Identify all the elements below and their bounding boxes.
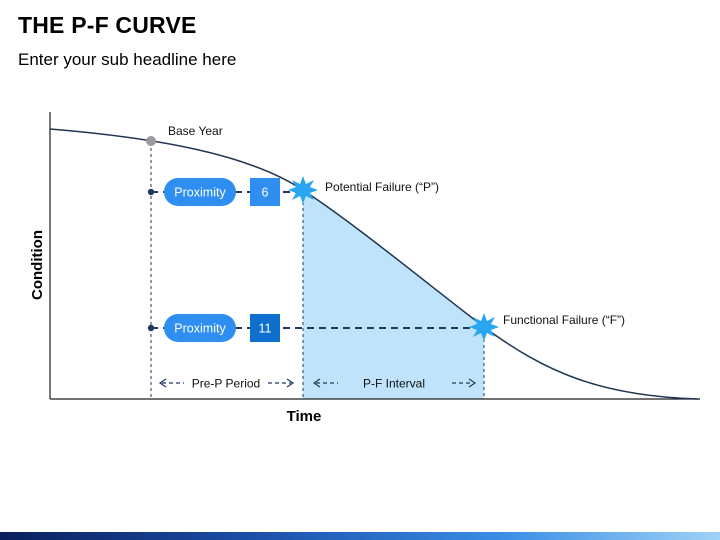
proximity-pill-1-label: Proximity <box>174 186 226 200</box>
pf-arrowhead-left <box>312 378 321 388</box>
pre-p-label: Pre-P Period <box>192 377 260 391</box>
proximity-node-1 <box>147 188 155 196</box>
proximity-value-1: 6 <box>262 186 269 200</box>
pf-curve-line <box>49 128 699 400</box>
functional-failure-label: Functional Failure (“F”) <box>503 313 625 327</box>
proximity-pill-2 <box>164 314 236 342</box>
potential-failure-label: Potential Failure (“P”) <box>325 180 439 194</box>
y-axis-label: Condition <box>29 230 46 300</box>
proximity-value-box-1 <box>250 178 280 206</box>
proximity-pill-1 <box>164 178 236 206</box>
base-year-dot <box>146 136 156 146</box>
x-axis-label: Time <box>287 408 322 425</box>
page-subtitle: Enter your sub headline here <box>18 50 237 69</box>
pre-p-arrowhead-right <box>286 378 295 388</box>
proximity-pill-2-label: Proximity <box>174 322 226 336</box>
pf-interval-label: P-F Interval <box>363 377 425 391</box>
proximity-value-box-2 <box>250 314 280 342</box>
pf-shaded-region <box>303 190 484 399</box>
footer-gradient-bar <box>0 532 720 540</box>
pre-p-arrowhead-left <box>158 378 167 388</box>
proximity-node-2 <box>147 324 155 332</box>
base-year-label: Base Year <box>168 124 223 138</box>
potential-failure-burst-icon <box>288 176 318 204</box>
page-title: THE P-F CURVE <box>18 12 197 38</box>
functional-failure-burst-icon <box>469 313 499 341</box>
pf-arrowhead-right <box>468 378 477 388</box>
proximity-value-2: 11 <box>259 322 272 336</box>
